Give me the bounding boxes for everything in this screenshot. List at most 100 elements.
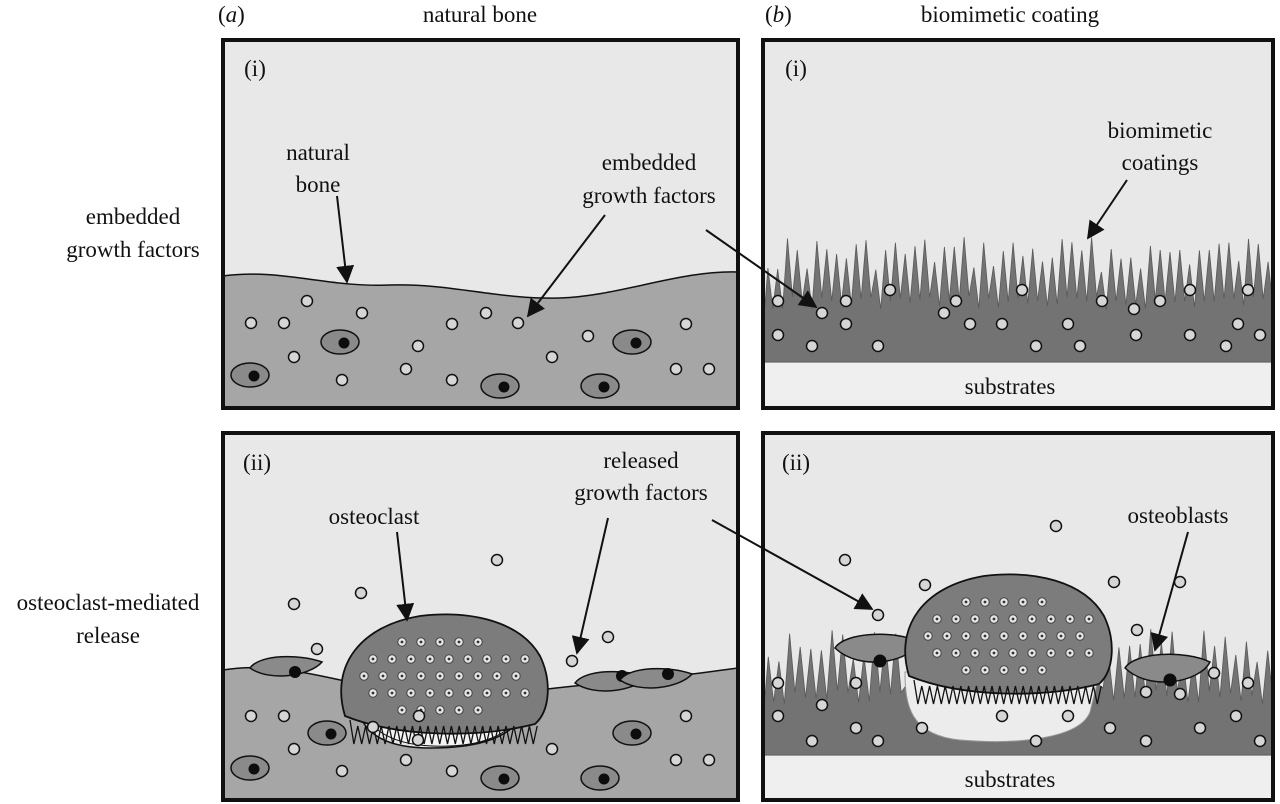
growth-factor — [1139, 685, 1153, 699]
vesicle-core — [954, 617, 958, 621]
growth-factor — [1207, 666, 1221, 680]
panel-biomimetic-embedded: (i) — [761, 38, 1275, 410]
pointer-arrow — [711, 519, 874, 610]
vesicle-core — [476, 674, 480, 678]
nucleus — [325, 728, 337, 740]
label-biomimetic-coatings: biomimetic coatings — [1086, 118, 1212, 240]
growth-factor — [565, 654, 579, 668]
growth-factor — [963, 317, 977, 331]
vesicle-core — [945, 634, 949, 638]
panel-natural-bone-embedded: (i) — [221, 38, 740, 410]
growth-factor — [1183, 328, 1197, 342]
growth-factors — [771, 283, 1267, 353]
growth-factor — [771, 294, 785, 308]
vesicle-core — [390, 657, 394, 661]
vesicle-core — [466, 691, 470, 695]
growth-factor — [883, 283, 897, 297]
vesicle-core — [419, 640, 423, 644]
growth-factor — [805, 734, 819, 748]
growth-factor — [399, 362, 413, 376]
svg-text:natural: natural — [286, 140, 350, 165]
growth-factor — [771, 328, 785, 342]
vesicle-core — [1059, 634, 1063, 638]
growth-factor — [1107, 575, 1121, 589]
vesicle-core — [1030, 651, 1034, 655]
growth-factor — [545, 350, 559, 364]
growth-factor — [287, 350, 301, 364]
vesicle-core — [964, 634, 968, 638]
growth-factor — [1253, 734, 1267, 748]
pointer-arrow — [336, 195, 355, 284]
vesicle-core — [983, 600, 987, 604]
vesicle-core — [523, 691, 527, 695]
vesicle-core — [983, 634, 987, 638]
vesicle-core — [973, 651, 977, 655]
growth-factor — [411, 733, 425, 747]
label-substrates-top: substrates — [965, 374, 1056, 399]
growth-factor — [244, 709, 258, 723]
growth-factor — [871, 339, 885, 353]
label-embedded-growth-factors: embedded growth factors — [526, 150, 818, 318]
nucleus — [248, 370, 260, 382]
svg-text:released: released — [603, 448, 679, 473]
osteoclast-body — [904, 573, 1113, 695]
vesicle-core — [438, 640, 442, 644]
growth-factor — [1127, 302, 1141, 316]
ruffled-border — [913, 679, 1102, 705]
growth-factor — [1061, 317, 1075, 331]
column-letter-b: b — [773, 2, 785, 27]
growth-factor — [1231, 317, 1245, 331]
growth-factor — [679, 317, 693, 331]
vesicle-core — [457, 674, 461, 678]
growth-factor — [995, 709, 1009, 723]
svg-text:bone: bone — [296, 172, 341, 197]
ruffled-border — [349, 719, 538, 745]
growth-factor — [915, 721, 929, 735]
growth-factor — [445, 317, 459, 331]
growth-factor — [411, 339, 425, 353]
growth-factor — [871, 608, 885, 622]
vesicle-core — [1011, 651, 1015, 655]
vesicle-core — [447, 657, 451, 661]
vesicle-core — [1040, 668, 1044, 672]
nucleus — [630, 337, 642, 349]
vesicle-core — [992, 617, 996, 621]
vesicle-core — [1030, 617, 1034, 621]
growth-factor — [399, 753, 413, 767]
svg-text:embedded: embedded — [86, 204, 181, 229]
vesicle-core — [409, 691, 413, 695]
vesicle-core — [926, 634, 930, 638]
lining-cell — [248, 655, 324, 677]
growth-factor — [354, 586, 368, 600]
nucleus — [873, 654, 887, 668]
growth-factor — [1219, 339, 1233, 353]
growth-factor — [1241, 676, 1255, 690]
column-letter-a: a — [226, 2, 238, 27]
vesicle-core — [1040, 600, 1044, 604]
vesicle-core — [438, 708, 442, 712]
vesicle-core — [1011, 617, 1015, 621]
vesicle-core — [992, 651, 996, 655]
growth-factor — [244, 316, 258, 330]
vesicle-core — [447, 691, 451, 695]
growth-factor — [445, 373, 459, 387]
growth-factor — [287, 597, 301, 611]
growth-factor — [335, 373, 349, 387]
growth-factor — [445, 764, 459, 778]
growth-factor — [1129, 328, 1143, 342]
growth-factor — [1073, 339, 1087, 353]
vesicle-core — [1021, 668, 1025, 672]
osteocytes — [230, 720, 652, 791]
growth-factor — [669, 753, 683, 767]
growth-factor — [545, 742, 559, 756]
growth-factor — [937, 306, 951, 320]
growth-factor — [1029, 339, 1043, 353]
growth-factor — [366, 720, 380, 734]
column-title-a: natural bone — [423, 2, 537, 27]
panel-numeral: (ii) — [782, 450, 810, 475]
growth-factor — [949, 294, 963, 308]
svg-text:osteoclast-mediated: osteoclast-mediated — [17, 590, 200, 615]
svg-text:growth factors: growth factors — [574, 480, 708, 505]
svg-text:(a): (a) — [218, 2, 245, 27]
growth-factor — [1153, 294, 1167, 308]
